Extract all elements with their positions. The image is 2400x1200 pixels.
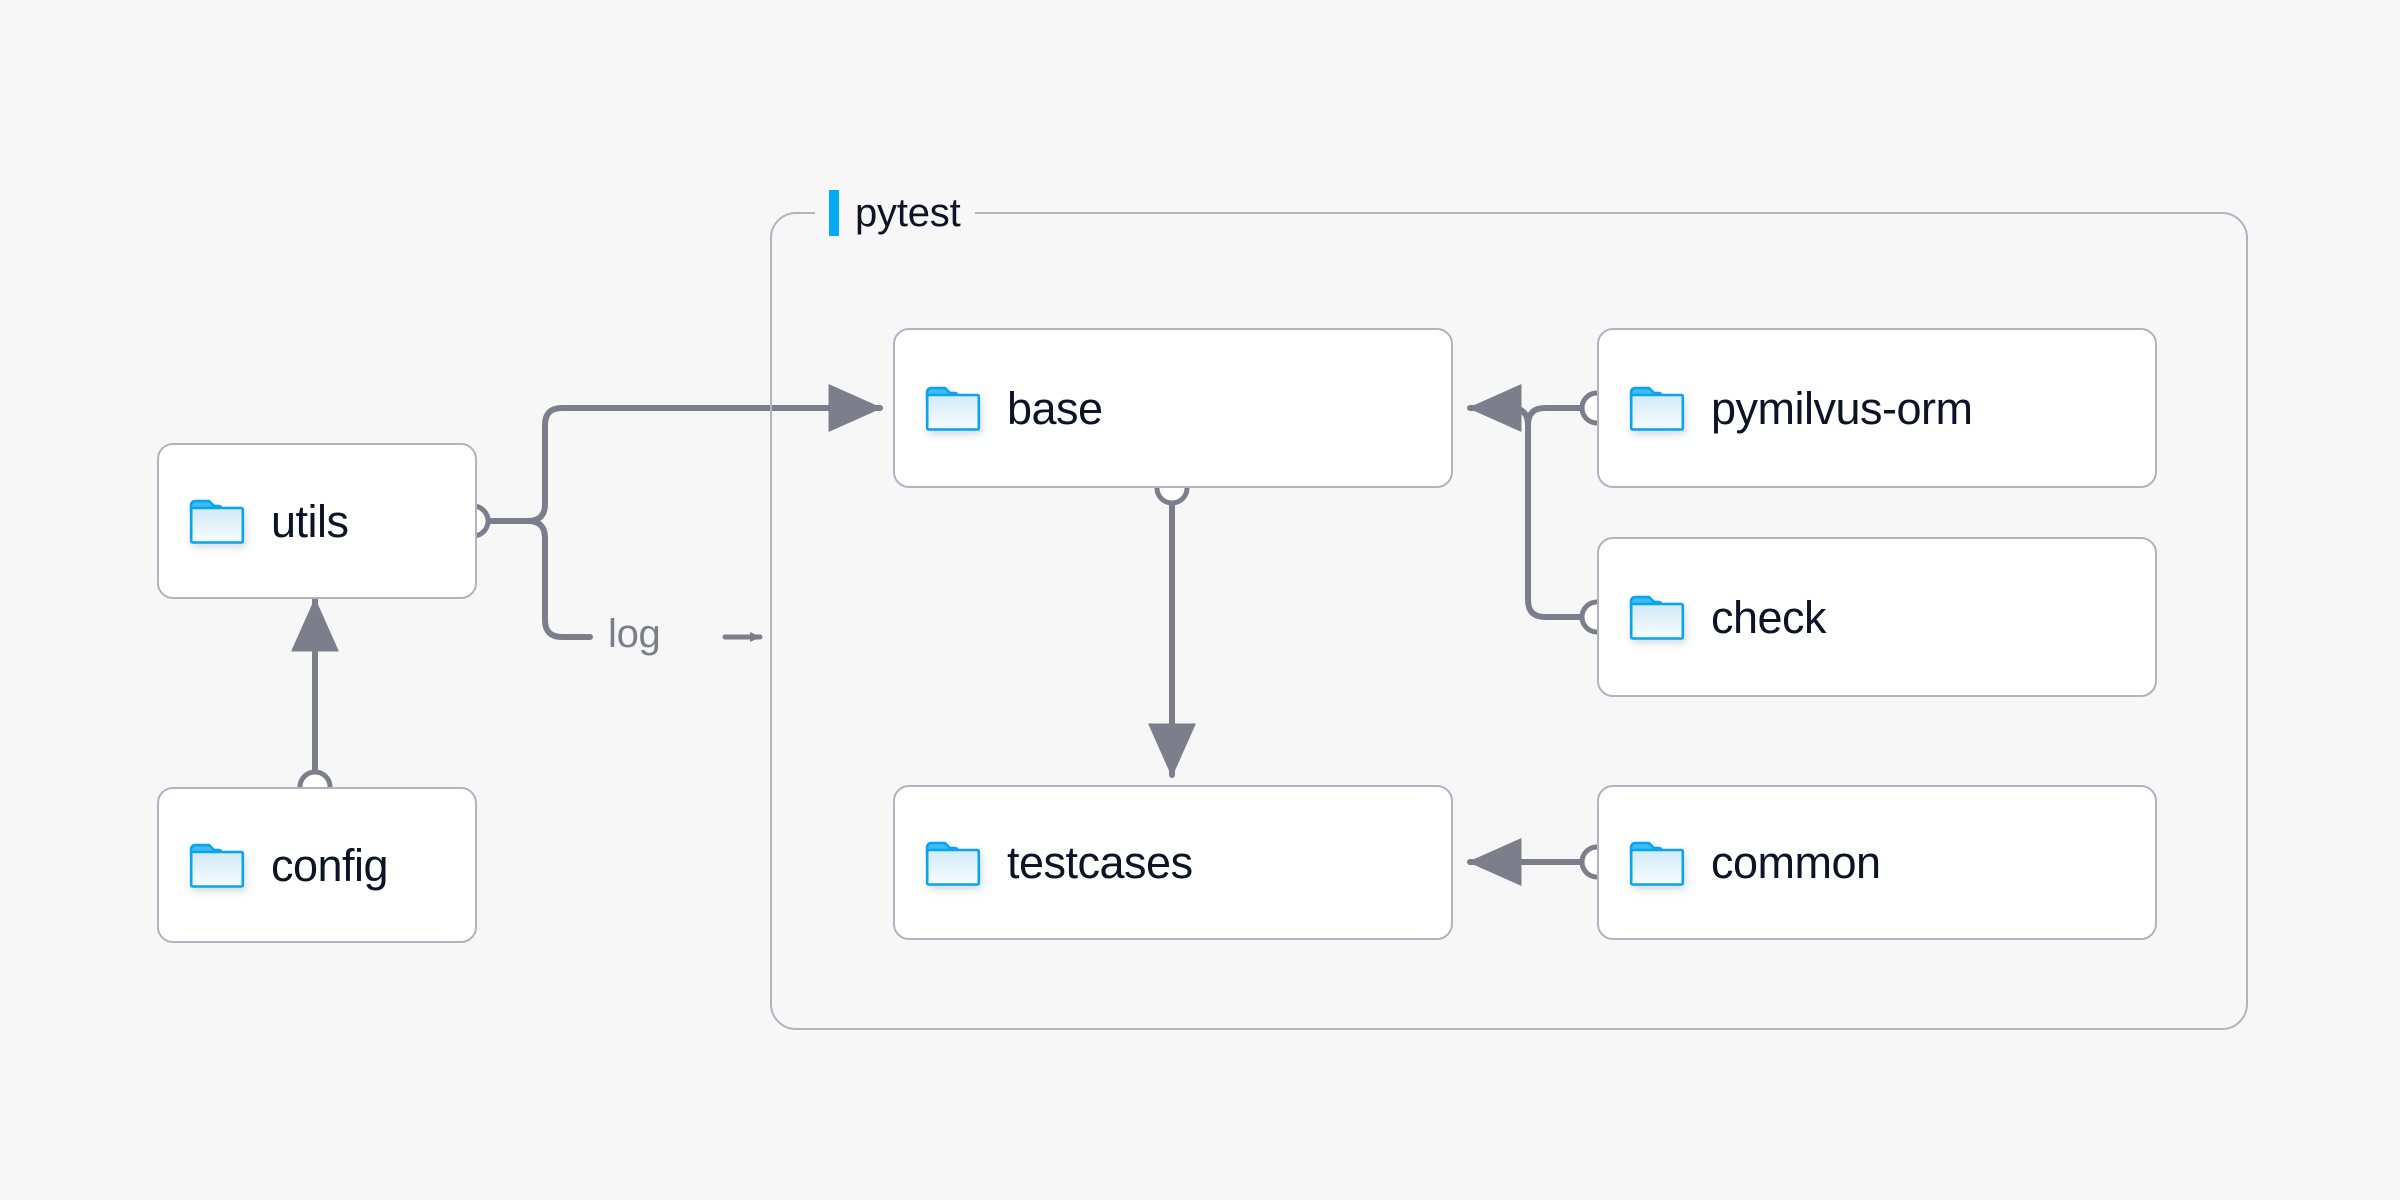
node-testcases[interactable]: testcases — [893, 785, 1453, 940]
node-common[interactable]: common — [1597, 785, 2157, 940]
node-pymilvus-orm[interactable]: pymilvus-orm — [1597, 328, 2157, 488]
edge-check-base — [1525, 427, 1583, 620]
node-base[interactable]: base — [893, 328, 1453, 488]
node-label: pymilvus-orm — [1711, 382, 1973, 434]
node-label: common — [1711, 837, 1881, 888]
folder-icon — [925, 384, 981, 432]
folder-icon — [925, 839, 981, 887]
node-check[interactable]: check — [1597, 537, 2157, 697]
node-config[interactable]: config — [157, 787, 477, 943]
node-label: base — [1007, 382, 1103, 434]
folder-icon — [189, 497, 245, 545]
edge-pymilvus-orm-base — [1467, 384, 1531, 432]
folder-icon — [1629, 593, 1685, 641]
edge-utils-log — [509, 518, 593, 640]
edge-label-log: log — [608, 612, 661, 656]
folder-icon — [189, 841, 245, 889]
node-label: config — [271, 839, 389, 891]
folder-icon — [1629, 384, 1685, 432]
node-utils[interactable]: utils — [157, 443, 477, 599]
group-pytest-label[interactable]: pytest — [815, 186, 975, 240]
group-title-text: pytest — [855, 190, 961, 235]
group-accent-bar-icon — [829, 190, 839, 236]
group-pytest-box[interactable] — [770, 212, 2248, 1030]
node-label: check — [1711, 591, 1827, 643]
node-label: utils — [271, 495, 349, 547]
folder-icon — [1629, 839, 1685, 887]
node-label: testcases — [1007, 837, 1193, 888]
